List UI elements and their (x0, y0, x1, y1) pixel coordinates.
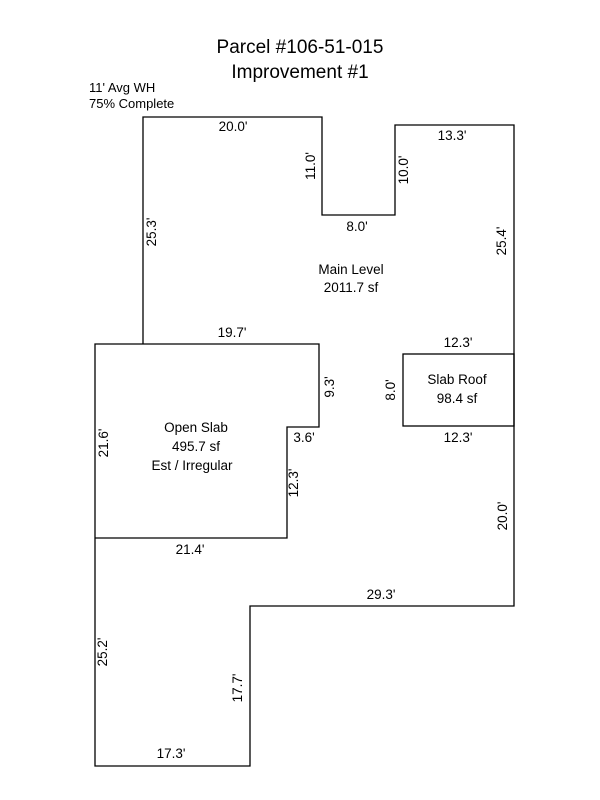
dimension-label: 10.0' (396, 156, 411, 185)
dimension-label: 12.3' (286, 469, 301, 498)
dimension-label: 25.4' (494, 227, 509, 256)
open-slab-label: Open Slab (164, 420, 228, 435)
dimension-label: 17.7' (230, 674, 245, 703)
main-level-outline (94, 116, 515, 767)
sketch-subtitle: Improvement #1 (231, 62, 368, 83)
slab-roof-area: 98.4 sf (437, 391, 478, 406)
dimension-label: 25.2' (95, 638, 110, 667)
open-slab-outline (94, 343, 320, 539)
dimension-label: 25.3' (144, 218, 159, 247)
slab-roof-label: Slab Roof (427, 372, 487, 387)
dimension-label: 11.0' (303, 152, 318, 180)
slab-roof-outline (402, 353, 515, 427)
dimension-label: 12.3' (444, 430, 473, 445)
open-slab-note: Est / Irregular (151, 458, 233, 473)
dimension-label: 8.0' (383, 379, 398, 400)
main-level-area: 2011.7 sf (324, 280, 379, 295)
sketch-title: Parcel #106-51-015 (217, 37, 384, 58)
dimension-label: 29.3' (367, 587, 396, 602)
dimension-label: 21.4' (176, 542, 205, 557)
dimension-label: 9.3' (322, 376, 337, 397)
open-slab-area: 495.7 sf (172, 439, 220, 454)
completion-note: 75% Complete (89, 96, 174, 111)
dimension-label: 12.3' (444, 335, 473, 350)
dimension-label: 8.0' (346, 219, 367, 234)
dimension-label: 20.0' (495, 502, 510, 531)
wall-height-note: 11' Avg WH (89, 80, 155, 95)
dimension-label: 3.6' (293, 430, 314, 445)
dimension-label: 20.0' (219, 119, 248, 134)
dimension-label: 17.3' (157, 746, 186, 761)
dimension-label: 21.6' (96, 429, 111, 458)
dimension-label: 13.3' (438, 128, 467, 143)
dimension-label: 19.7' (218, 325, 247, 340)
main-level-label: Main Level (318, 262, 383, 277)
